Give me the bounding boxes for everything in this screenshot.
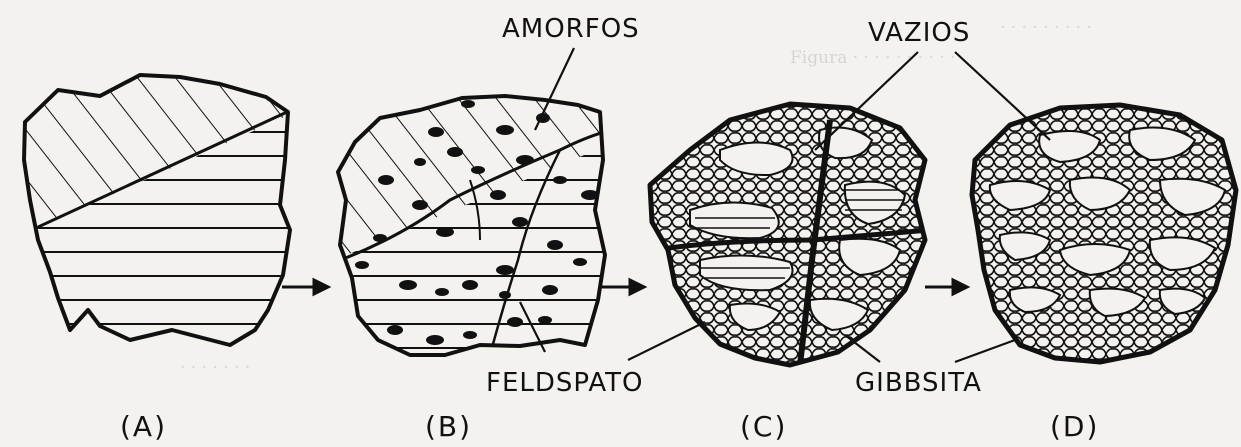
- label-gibbsita: GIBBSITA: [855, 368, 982, 398]
- arrow-a-to-b: [282, 280, 328, 294]
- panel-label-b: (B): [425, 410, 472, 443]
- leader-gibbsita-d: [955, 340, 1015, 362]
- panel-label-c: (C): [740, 410, 787, 443]
- label-feldspato: FELDSPATO: [486, 368, 644, 398]
- leader-gibbsita-c: [845, 335, 880, 362]
- arrow-c-to-d: [925, 280, 967, 294]
- panel-d-grain: [960, 95, 1241, 375]
- panel-a-grain: [0, 60, 300, 380]
- label-amorfos: AMORFOS: [502, 14, 640, 44]
- label-vazios: VAZIOS: [868, 18, 970, 48]
- arrow-b-to-c: [602, 280, 644, 294]
- leader-feldspato-c: [628, 322, 705, 360]
- panel-b-grain: [330, 90, 620, 370]
- panel-label-a: (A): [120, 410, 167, 443]
- leader-vazios-d: [955, 52, 1050, 140]
- panel-label-d: (D): [1050, 410, 1099, 443]
